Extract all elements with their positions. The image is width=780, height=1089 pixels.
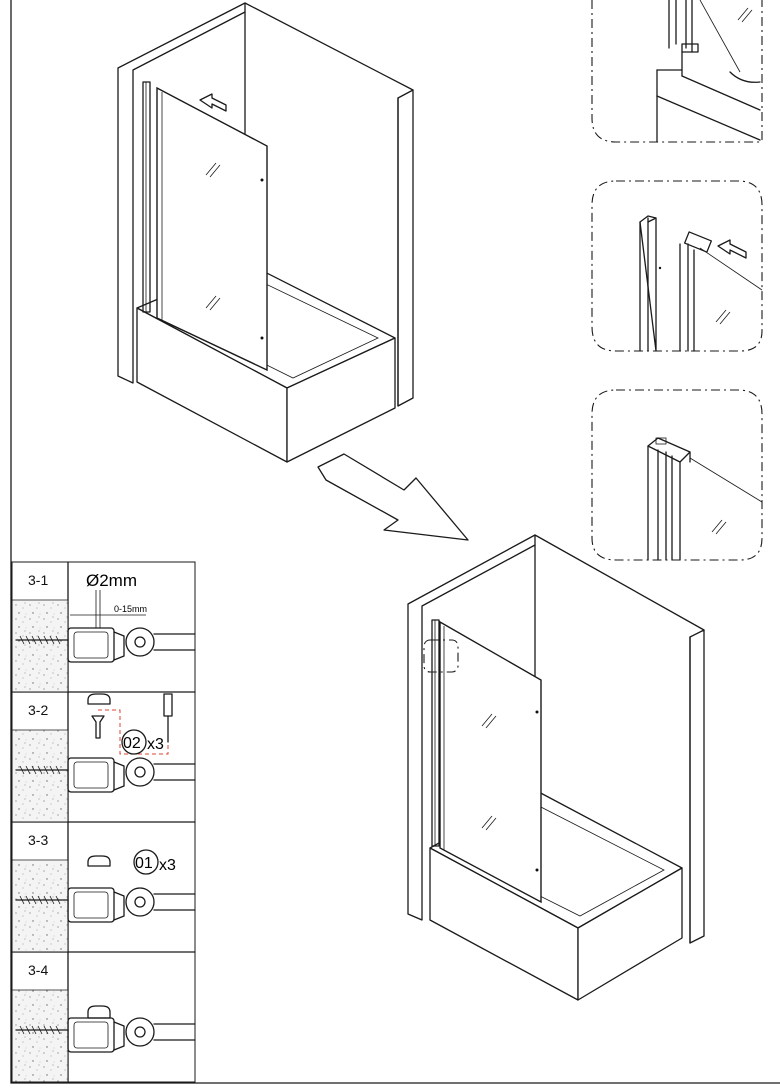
bathtub-scene-top bbox=[117, 2, 414, 463]
part-01-quantity: x3 bbox=[159, 857, 176, 874]
step-label-3-3: 3-3 bbox=[28, 832, 48, 848]
part-02-label: 02 bbox=[123, 735, 141, 752]
cover-cap-icon-3-3 bbox=[87, 855, 111, 867]
bathtub-scene-bottom bbox=[407, 534, 705, 1001]
part-02-quantity: x3 bbox=[147, 736, 164, 753]
screw-icon bbox=[91, 715, 105, 739]
step-label-3-2: 3-2 bbox=[28, 702, 48, 718]
installed-cap-icon bbox=[87, 1005, 111, 1019]
cover-cap-icon bbox=[87, 693, 111, 705]
step-label-3-1: 3-1 bbox=[28, 572, 48, 588]
transition-arrow bbox=[317, 453, 469, 541]
depth-range-label: 0-15mm bbox=[114, 604, 147, 614]
step-table: 3-1 3-2 3-3 3-4 Ø2mm 0-15mm 02 x3 01 x3 bbox=[11, 561, 196, 1083]
detail-view-1 bbox=[591, 0, 763, 143]
part-01-label: 01 bbox=[135, 855, 153, 872]
profile-cross-section-3-1 bbox=[15, 627, 196, 663]
step-label-3-4: 3-4 bbox=[28, 962, 48, 978]
detail-view-3 bbox=[591, 389, 763, 561]
detail-view-2 bbox=[591, 180, 763, 352]
drill-diameter-label: Ø2mm bbox=[86, 571, 137, 590]
